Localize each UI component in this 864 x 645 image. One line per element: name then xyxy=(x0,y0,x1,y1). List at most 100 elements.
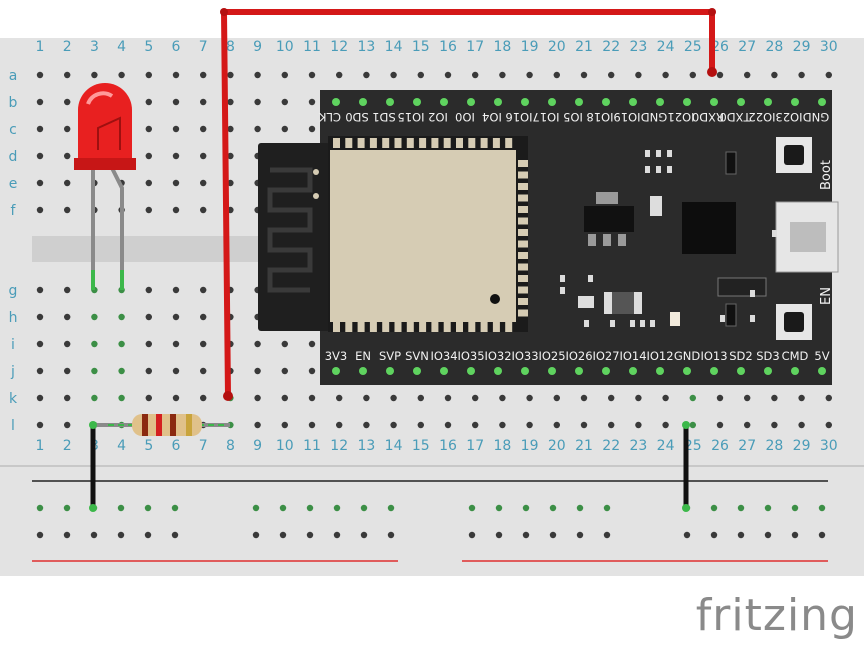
esp32-header-pin xyxy=(683,98,691,106)
column-label: 21 xyxy=(575,438,593,454)
rail-hole xyxy=(144,531,152,539)
breadboard-hole xyxy=(553,394,560,402)
breadboard-hole xyxy=(390,394,397,402)
esp32-pin-label: IO22 xyxy=(748,110,775,124)
breadboard-hole xyxy=(281,125,288,133)
esp32-header-pin xyxy=(359,98,367,106)
column-label: 6 xyxy=(172,438,181,454)
breadboard-hole xyxy=(472,394,479,402)
column-label: 15 xyxy=(412,438,430,454)
row-label: i xyxy=(11,337,15,353)
smd-pad xyxy=(750,290,755,297)
rail-hole xyxy=(117,531,125,539)
esp32-header-pin xyxy=(629,98,637,106)
rail-hole xyxy=(818,504,826,512)
esp32-pin-label: RXD0 xyxy=(692,110,724,124)
column-label: 8 xyxy=(226,438,235,454)
rail-hole xyxy=(791,504,799,512)
breadboard-hole xyxy=(200,71,207,79)
rail-hole xyxy=(63,504,71,512)
breadboard-hole xyxy=(118,71,125,79)
led-smd xyxy=(670,312,680,326)
breadboard-hole xyxy=(771,394,778,402)
row-label: f xyxy=(11,203,17,219)
module-pad xyxy=(518,171,528,179)
smd-pad xyxy=(667,150,672,157)
breadboard-hole xyxy=(825,394,832,402)
smd-pad xyxy=(645,150,650,157)
breadboard-hole xyxy=(771,71,778,79)
rail-hole xyxy=(306,504,314,512)
column-label: 26 xyxy=(711,438,729,454)
breadboard-hole xyxy=(91,313,98,321)
esp32-header-pin xyxy=(494,98,502,106)
esp32-pin-label: GND xyxy=(674,349,701,363)
breadboard-hole xyxy=(91,71,98,79)
breadboard-hole xyxy=(308,367,316,375)
rail-hole xyxy=(576,504,584,512)
column-label: 27 xyxy=(738,39,756,55)
column-label: 22 xyxy=(602,39,620,55)
esp32-pin-label: IO12 xyxy=(646,349,673,363)
smd-pad xyxy=(610,320,615,327)
module-pad xyxy=(357,322,365,332)
esp32-header-pin xyxy=(359,367,367,375)
column-label: 23 xyxy=(629,39,647,55)
smd-part xyxy=(725,303,737,327)
breadboard-hole xyxy=(308,71,316,79)
breadboard-hole xyxy=(63,340,71,348)
column-label: 25 xyxy=(684,39,702,55)
module-mark xyxy=(490,294,500,304)
module-pad xyxy=(480,138,488,148)
module-pad xyxy=(406,322,414,332)
breadboard-hole xyxy=(526,421,533,429)
esp32-header-pin xyxy=(413,367,421,375)
smd-pad xyxy=(640,320,645,327)
row-label: j xyxy=(10,364,15,380)
resistor[interactable] xyxy=(94,414,230,436)
esp32-pin-label: IO19 xyxy=(613,110,640,124)
breadboard-hole xyxy=(281,367,288,375)
jumper-end xyxy=(682,504,690,512)
led[interactable] xyxy=(74,83,136,290)
red-wire[interactable] xyxy=(221,9,715,397)
esp32-header-pin xyxy=(521,98,529,106)
breadboard-hole xyxy=(145,340,152,348)
breadboard-hole xyxy=(36,206,44,214)
module-pad xyxy=(419,138,427,148)
module-pad xyxy=(333,322,340,332)
breadboard-hole xyxy=(145,98,152,106)
module-pad xyxy=(369,138,377,148)
wire-end xyxy=(223,391,233,401)
column-label: 12 xyxy=(330,438,348,454)
column-labels: 1122334455667788991010111112121313141415… xyxy=(36,39,838,454)
column-label: 18 xyxy=(493,39,511,55)
breadboard-hole xyxy=(526,71,533,79)
reg-pin xyxy=(603,234,611,246)
module-pad xyxy=(492,322,500,332)
breadboard-hole xyxy=(36,340,44,348)
jumper-end xyxy=(682,421,690,429)
en-button[interactable] xyxy=(784,312,804,332)
rail-hole xyxy=(333,504,341,512)
esp32-pin-label: IO21 xyxy=(667,110,694,124)
smd-pad xyxy=(560,287,565,294)
esp32-header-pin xyxy=(386,367,394,375)
breadboard-hole xyxy=(689,71,696,79)
column-label: 16 xyxy=(439,438,457,454)
breadboard-hole xyxy=(200,394,207,402)
rail-hole xyxy=(468,531,476,539)
rail-hole xyxy=(36,504,44,512)
module-pad xyxy=(382,138,390,148)
esp32-pin-label: IO16 xyxy=(505,110,532,124)
fritzing-logo: fritzing xyxy=(695,590,858,641)
breadboard-hole xyxy=(553,421,560,429)
smd-pad xyxy=(584,320,589,327)
module-pad xyxy=(518,160,528,167)
column-label: 12 xyxy=(330,39,348,55)
rail-hole xyxy=(252,504,260,512)
boot-button[interactable] xyxy=(784,145,804,165)
